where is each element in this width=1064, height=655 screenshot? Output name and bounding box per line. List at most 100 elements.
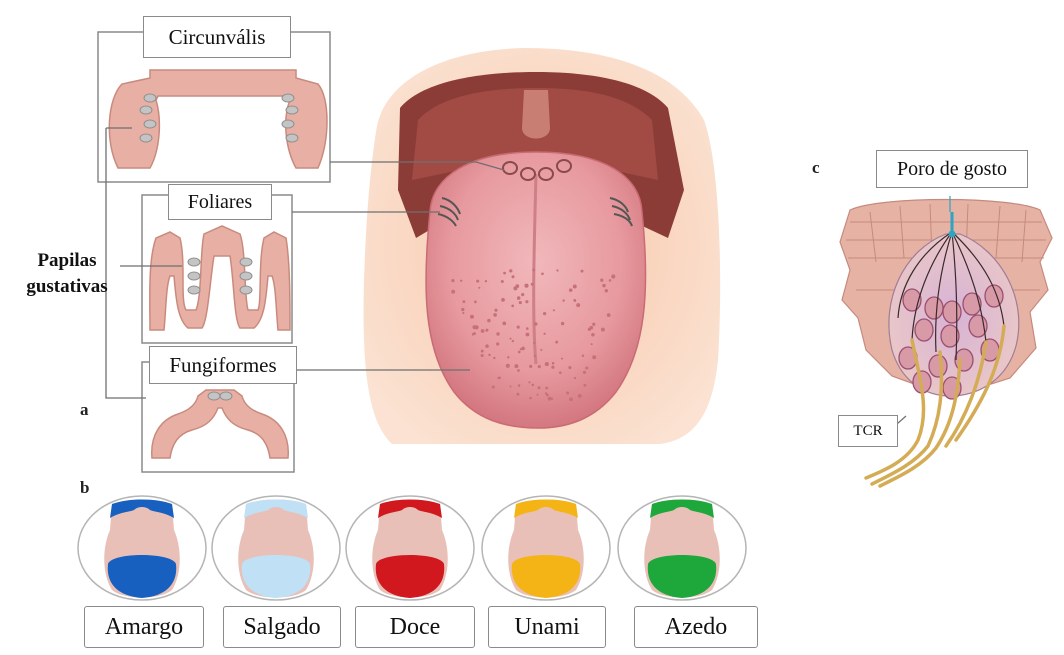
- taste-label-1: Salgado: [223, 606, 341, 648]
- fungiform-dot: [461, 308, 464, 311]
- fungiform-dot: [531, 283, 534, 286]
- fungiform-dot: [473, 332, 476, 335]
- fungiform-dot: [609, 279, 612, 282]
- fungiform-dot: [545, 362, 549, 366]
- fungiform-dot: [573, 299, 576, 302]
- fungiform-dot: [569, 288, 573, 292]
- fungiform-dot: [511, 305, 514, 308]
- fungiform-dot: [525, 300, 528, 303]
- fungiform-dot: [526, 327, 529, 330]
- fungiform-dot: [543, 312, 546, 315]
- fungiform-dot: [581, 270, 584, 273]
- panel-letter-c: c: [812, 158, 820, 178]
- fungiform-dot: [474, 301, 477, 304]
- fungiform-dot: [585, 367, 588, 370]
- fungiform-dot: [501, 280, 504, 283]
- label-poro-de-gosto: Poro de gosto: [876, 150, 1028, 188]
- label-papilas-gustativas: Papilas gustativas: [12, 248, 122, 300]
- fungiform-dot: [511, 275, 514, 278]
- fungiform-dot: [516, 393, 519, 396]
- label-foliares: Foliares: [168, 184, 272, 220]
- taste-pore-opening: [949, 231, 956, 238]
- fungiform-dot: [601, 328, 605, 332]
- fungiform-dot: [528, 381, 530, 383]
- fungiform-dot: [496, 332, 499, 335]
- fungiform-dot: [509, 269, 512, 272]
- fungiform-dot: [485, 329, 488, 332]
- fungiform-dot: [605, 289, 608, 292]
- fungiform-dot: [590, 326, 594, 330]
- fungiform-dot: [494, 309, 497, 312]
- fungiform-dot: [563, 299, 565, 301]
- mouth-illustration: [364, 48, 721, 444]
- fungiform-dot: [518, 384, 521, 387]
- fungiform-dot: [472, 325, 476, 329]
- fungiform-dot: [496, 342, 499, 345]
- fungiform-dot: [541, 272, 544, 275]
- fungiform-dot: [485, 344, 489, 348]
- fungiform-dot: [476, 280, 479, 283]
- fungiform-dot: [519, 301, 522, 304]
- fungiform-dot: [460, 280, 462, 282]
- fungiform-dot: [532, 384, 535, 387]
- fungiform-dot: [518, 351, 521, 354]
- fungiform-dot: [481, 329, 485, 333]
- fungiform-dot: [463, 300, 466, 303]
- fungiform-dot: [517, 326, 520, 329]
- fungiform-dot: [552, 362, 555, 365]
- fungiform-dot: [561, 358, 563, 360]
- fungiform-dot: [470, 315, 474, 319]
- taste-tongues: [78, 496, 746, 600]
- fungiform-dot: [566, 392, 569, 395]
- taste-label-4: Azedo: [634, 606, 758, 648]
- fungiform-dot: [568, 366, 571, 369]
- fungiform-dot: [532, 269, 535, 272]
- taste-tongue-2: [346, 496, 474, 600]
- fungiform-dot: [521, 293, 524, 296]
- fungiform-dot: [574, 377, 576, 379]
- fungiform-dot: [592, 355, 596, 359]
- receptor-cell: [943, 301, 961, 323]
- fungiform-dot: [492, 386, 495, 389]
- fungiform-dot: [529, 365, 532, 368]
- taste-label-3: Unami: [488, 606, 606, 648]
- fungiform-dot: [540, 349, 542, 351]
- receptor-cell: [925, 297, 943, 319]
- fungiform-dot: [506, 364, 510, 368]
- fungiform-dot: [517, 298, 519, 300]
- fungiform-dot: [578, 394, 582, 398]
- receptor-cell: [915, 319, 933, 341]
- fungiform-dot: [607, 313, 611, 317]
- fungiform-dot: [543, 333, 545, 335]
- fungiform-dot: [583, 371, 586, 374]
- taste-label-2: Doce: [355, 606, 475, 648]
- label-fungiformes: Fungiformes: [149, 346, 297, 384]
- taste-label-0: Amargo: [84, 606, 204, 648]
- fungiform-dot: [520, 348, 522, 350]
- fungiform-dot: [538, 365, 541, 368]
- fungiform-dot: [551, 398, 553, 400]
- fungiform-dot: [481, 350, 484, 353]
- fungiform-dot: [485, 280, 487, 282]
- fungiform-dot: [525, 333, 529, 337]
- fungiform-dot: [533, 342, 535, 344]
- fungiform-dot: [529, 397, 532, 400]
- fungiform-dot: [462, 312, 464, 314]
- label-tcr: TCR: [838, 415, 898, 447]
- fungiform-dot: [602, 284, 605, 287]
- receptor-cell: [963, 293, 981, 315]
- fungiform-dot: [509, 385, 511, 387]
- fungiform-dot: [509, 338, 511, 340]
- fungiform-dot: [551, 366, 554, 369]
- fungiform-dot: [493, 357, 495, 359]
- fungiform-dot: [488, 354, 491, 357]
- fungiform-dot: [487, 319, 490, 322]
- fungiform-dot: [583, 384, 586, 387]
- fungiform-dot: [451, 290, 455, 294]
- fungiform-dot: [576, 303, 580, 307]
- fungiform-dot: [507, 356, 509, 358]
- fungiform-dot: [556, 269, 558, 271]
- receptor-cell: [929, 355, 947, 377]
